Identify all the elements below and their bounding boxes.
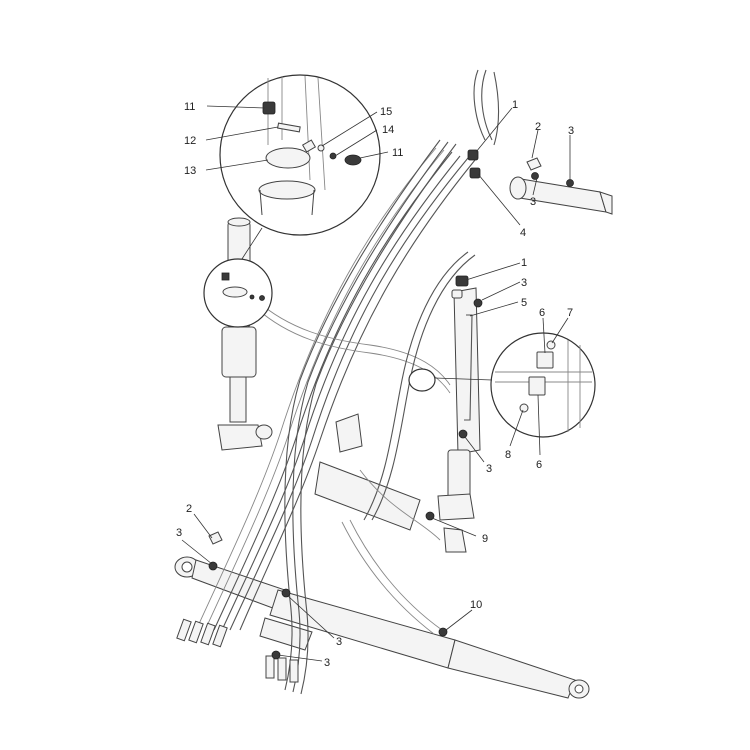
- callout-10: 10: [470, 599, 482, 611]
- callout-4: 4: [520, 227, 526, 239]
- hose-end-fittings-left: [176, 618, 228, 648]
- callout-6-bottom: 6: [536, 459, 542, 471]
- callout-11-right: 11: [392, 147, 403, 159]
- callout-12: 12: [184, 135, 196, 147]
- callout-3-top-mid: 3: [530, 196, 536, 208]
- leader-lines: [181, 105, 571, 662]
- cylinder-top-right: [509, 157, 613, 215]
- detail-link-line: [239, 227, 263, 263]
- callout-3-center: 3: [486, 463, 492, 475]
- callout-6-top: 6: [539, 307, 545, 319]
- callout-3-bottom-b: 3: [324, 657, 330, 669]
- hose-end-fittings-bottom: [265, 655, 299, 683]
- callout-2-top: 2: [535, 121, 541, 133]
- detail-view-plate: [408, 332, 596, 438]
- callout-3-mid: 3: [521, 277, 527, 289]
- cylinder-center-vertical: [437, 287, 481, 553]
- center-valve-body: [314, 413, 421, 531]
- callout-3-left: 3: [176, 527, 182, 539]
- callout-3-top-right: 3: [568, 125, 574, 137]
- callout-13: 13: [184, 165, 196, 177]
- callout-1-top: 1: [512, 99, 518, 111]
- callout-5: 5: [521, 297, 527, 309]
- callout-1-mid: 1: [521, 257, 527, 269]
- cylinder-left-vertical: [217, 217, 273, 451]
- callout-11-top: 11: [184, 101, 195, 113]
- hose-clamps: [208, 149, 483, 660]
- callout-7: 7: [567, 307, 573, 319]
- detail-view-clamp-large: [219, 74, 381, 236]
- callout-2-left: 2: [186, 503, 192, 515]
- callout-labels: 11 12 13 15 14 11 1 2 3 3 4 1 3 5 6 7 8 …: [176, 99, 574, 669]
- detail-view-clamp-small: [203, 258, 273, 328]
- callout-9: 9: [482, 533, 488, 545]
- callout-14: 14: [382, 124, 394, 136]
- callout-15: 15: [380, 106, 392, 118]
- hose-bundle: [197, 69, 499, 695]
- cylinder-bottom-long: [174, 556, 590, 699]
- callout-3-bottom-a: 3: [336, 636, 342, 648]
- callout-8: 8: [505, 449, 511, 461]
